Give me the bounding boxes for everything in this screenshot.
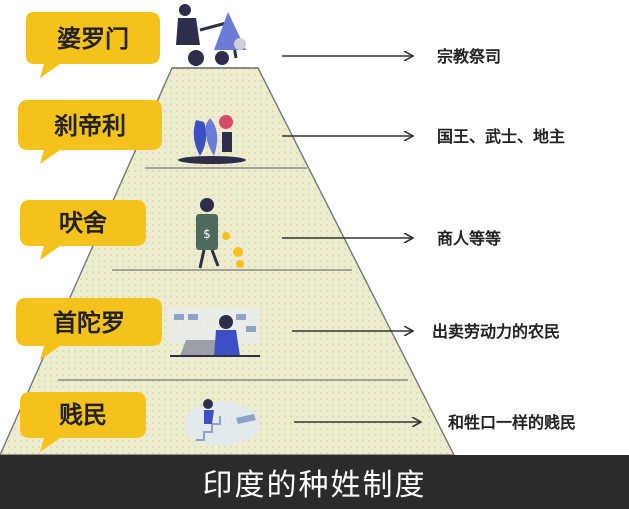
caption-bar: 印度的种姓制度 bbox=[0, 455, 629, 509]
tier-2-bubble: 刹帝利 bbox=[18, 100, 162, 164]
person-climbing-stairs-illustration bbox=[184, 399, 260, 446]
tier-3-label: 吠舍 bbox=[59, 209, 108, 237]
laborer-at-laptop-illustration bbox=[168, 308, 260, 357]
tier-1-label: 婆罗门 bbox=[57, 25, 129, 53]
tier-5-description: 和牲口一样的贱民 bbox=[448, 413, 576, 432]
tier-3-bubble: 吠舍 bbox=[20, 200, 146, 260]
tier-4: 首陀罗 出卖劳动力的农民 bbox=[16, 298, 560, 360]
tier-4-bubble: 首陀罗 bbox=[16, 298, 162, 360]
person-on-chair-illustration bbox=[176, 4, 246, 66]
tier-2-label: 刹帝利 bbox=[54, 112, 126, 140]
pyramid-diagram: 婆罗门 宗教祭司 刹帝利 bbox=[0, 4, 576, 455]
tier-2-description: 国王、武士、地主 bbox=[437, 127, 565, 146]
tier-4-label: 首陀罗 bbox=[53, 309, 125, 337]
tier-4-description: 出卖劳动力的农民 bbox=[432, 322, 560, 341]
tier-5: 贱民 和牲口一样的贱民 bbox=[20, 392, 576, 452]
tier-3-description: 商人等等 bbox=[437, 229, 501, 248]
tier-5-label: 贱民 bbox=[59, 401, 107, 429]
tier-3: 吠舍 $ 商人等等 bbox=[20, 198, 501, 269]
plants-and-person-illustration bbox=[178, 115, 246, 164]
caption-title: 印度的种姓制度 bbox=[202, 468, 427, 503]
svg-text:$: $ bbox=[203, 227, 211, 241]
tier-5-bubble: 贱民 bbox=[20, 392, 146, 452]
tier-1-description: 宗教祭司 bbox=[437, 47, 501, 66]
tier-2: 刹帝利 国王、武士、地主 bbox=[18, 100, 565, 164]
tier-1: 婆罗门 宗教祭司 bbox=[26, 4, 501, 78]
merchant-with-coins-illustration: $ bbox=[196, 198, 244, 269]
tier-1-bubble: 婆罗门 bbox=[26, 12, 160, 78]
